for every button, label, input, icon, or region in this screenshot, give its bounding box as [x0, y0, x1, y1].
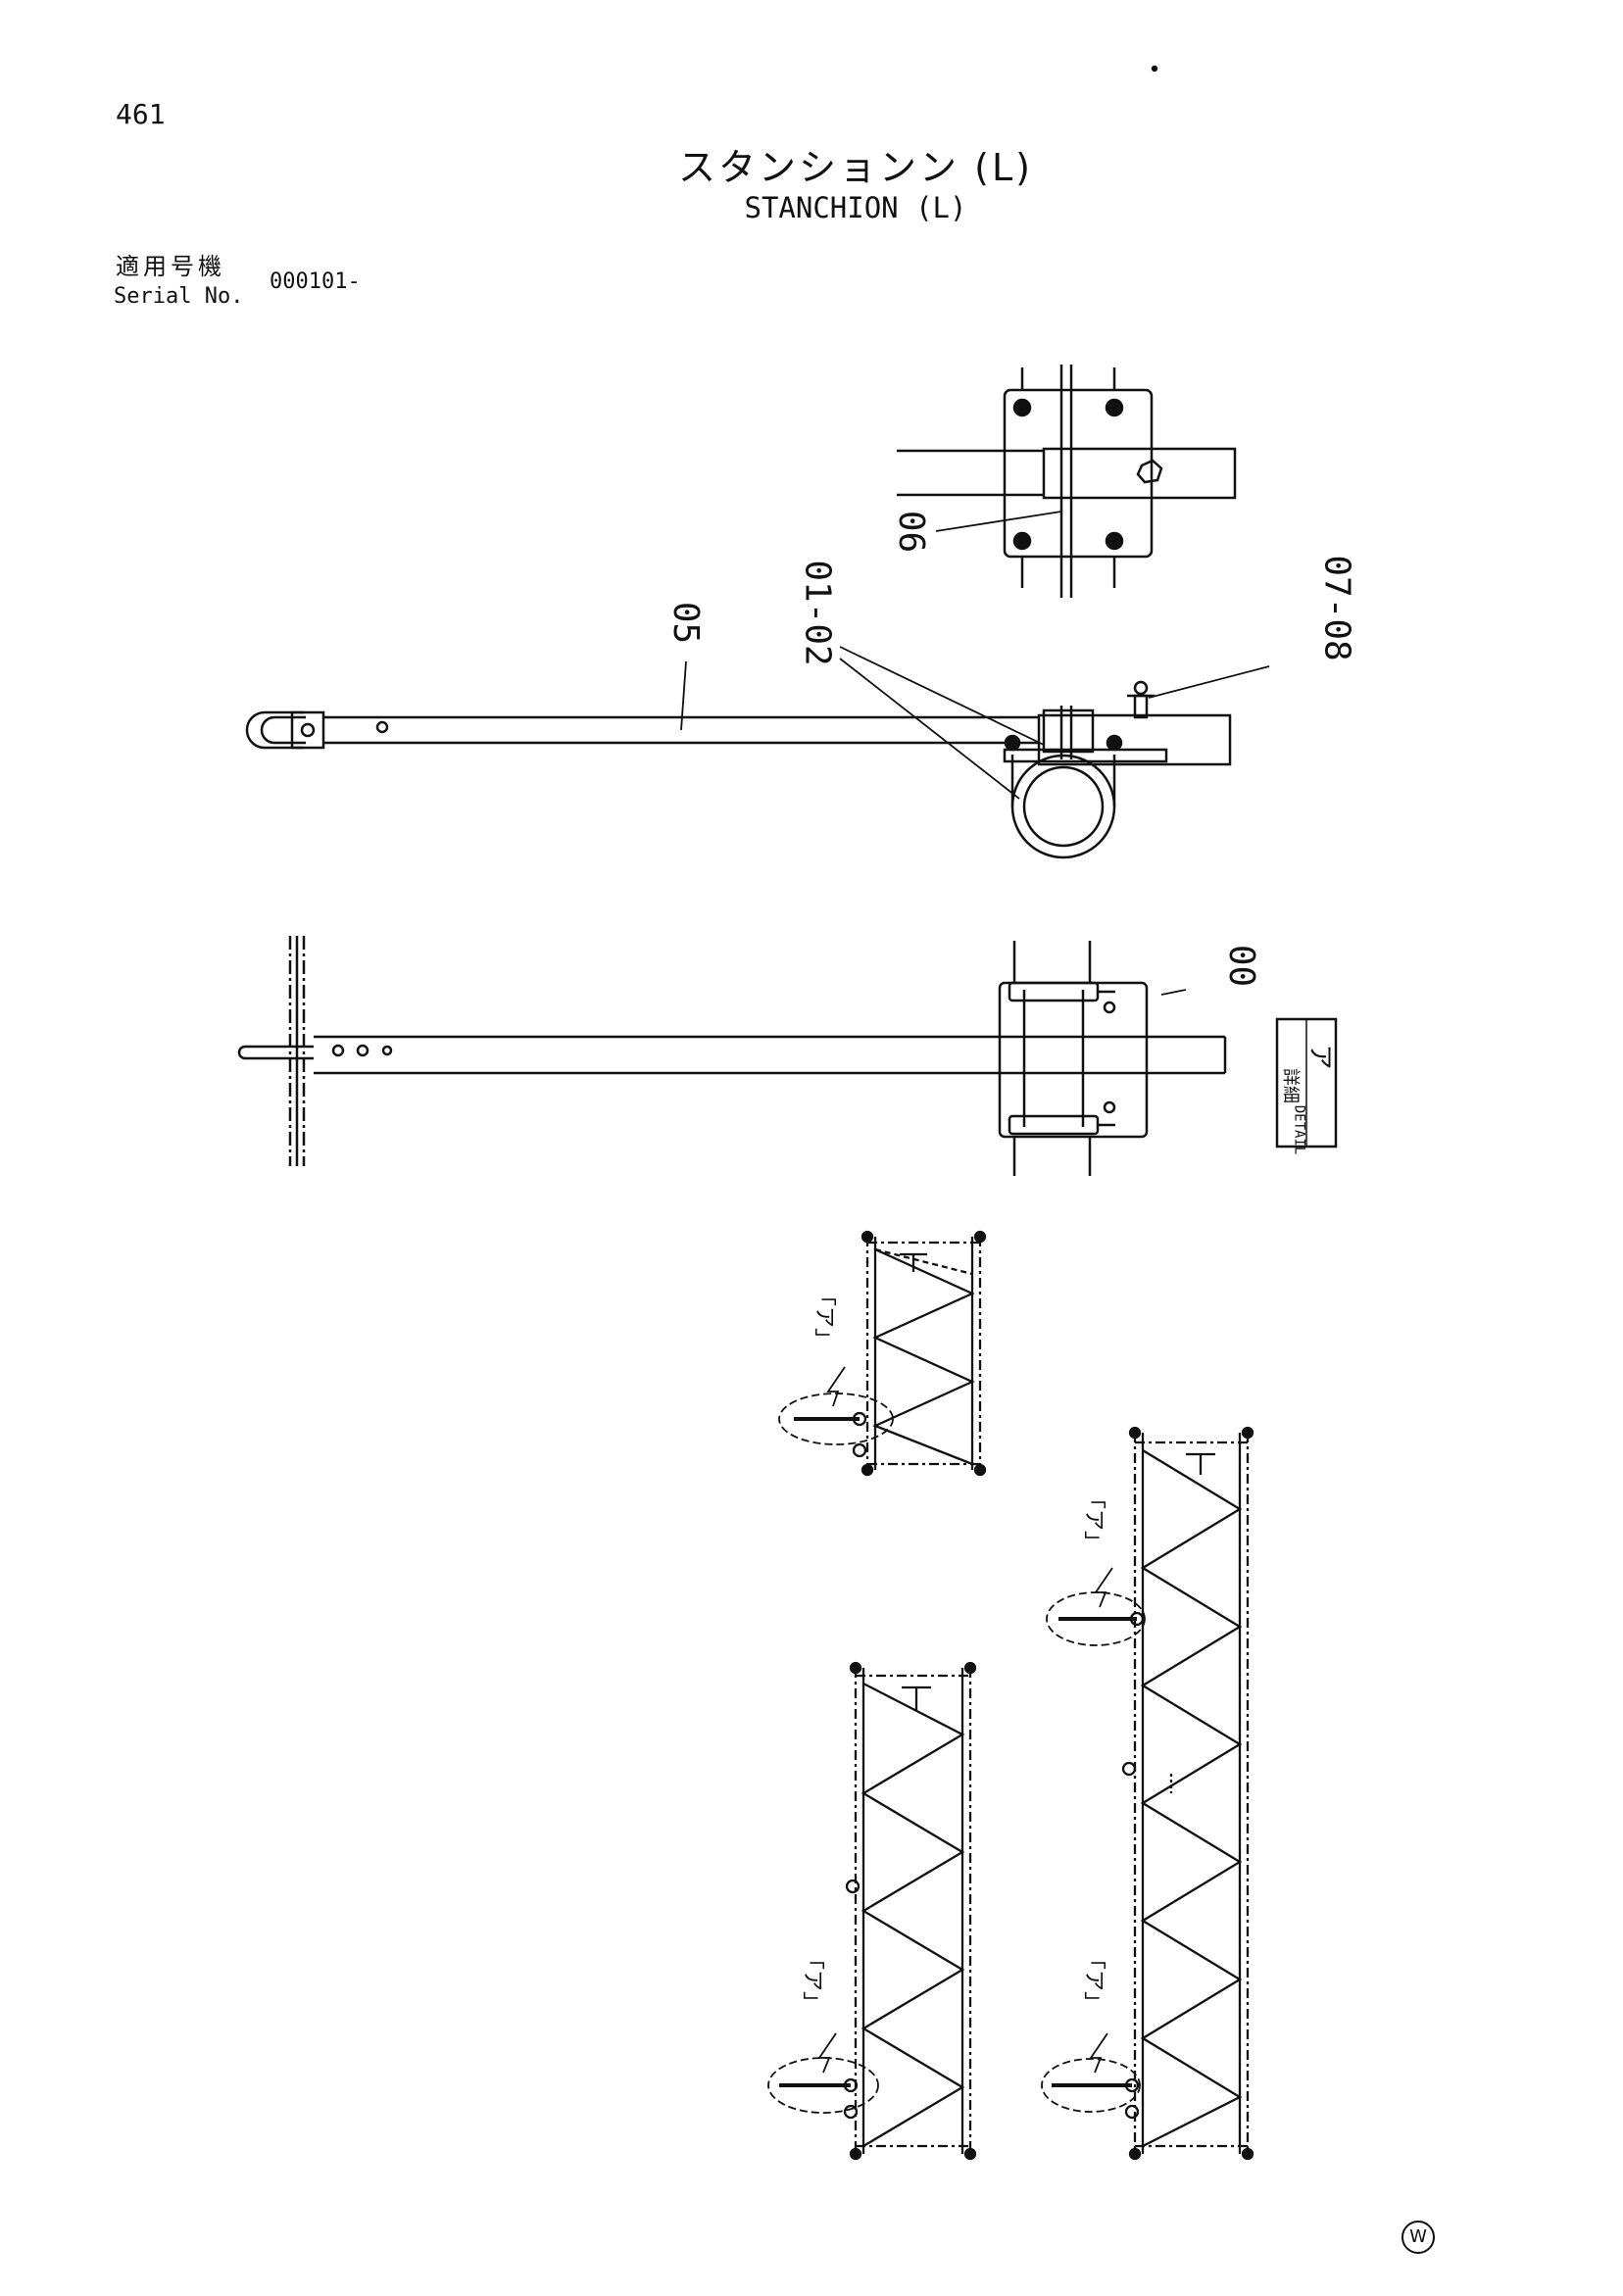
- detail-tag-label-english: DETAIL: [1291, 1104, 1307, 1155]
- boom-section-c: [1041, 1426, 1254, 2161]
- stanchion-side-view: [245, 680, 1232, 859]
- callout-00: 00: [1221, 944, 1262, 988]
- callout-07-08: 07-08: [1316, 555, 1357, 661]
- callout-06: 06: [891, 510, 932, 554]
- callout-05: 05: [665, 601, 707, 645]
- clamp-plate-top-view: [897, 365, 1237, 598]
- boom-section-b: [767, 1661, 977, 2161]
- callout-01-02: 01-02: [797, 560, 838, 666]
- page-title-japanese: スタンションン (L): [678, 146, 1033, 189]
- boom-section-a: [778, 1230, 987, 1477]
- detail-reference-b: 「ア」: [800, 1947, 825, 2014]
- detail-reference-c: 「ア」: [1081, 1487, 1107, 1553]
- page-number: 461: [116, 98, 166, 130]
- watermark-w-mark: W: [1402, 2221, 1435, 2254]
- stanchion-plan-view: [237, 936, 1227, 1176]
- detail-tag-mark: ア: [1304, 1044, 1335, 1070]
- detail-tag-label-japanese: 詳細: [1280, 1068, 1301, 1103]
- serial-number-value: 000101-: [270, 269, 361, 294]
- serial-label-japanese: 適用号機: [116, 253, 225, 280]
- serial-label-english: Serial No.: [114, 284, 244, 309]
- page-title-english: STANCHION (L): [744, 191, 967, 224]
- detail-reference-a: 「ア」: [812, 1284, 837, 1350]
- detail-reference-d: 「ア」: [1081, 1947, 1107, 2014]
